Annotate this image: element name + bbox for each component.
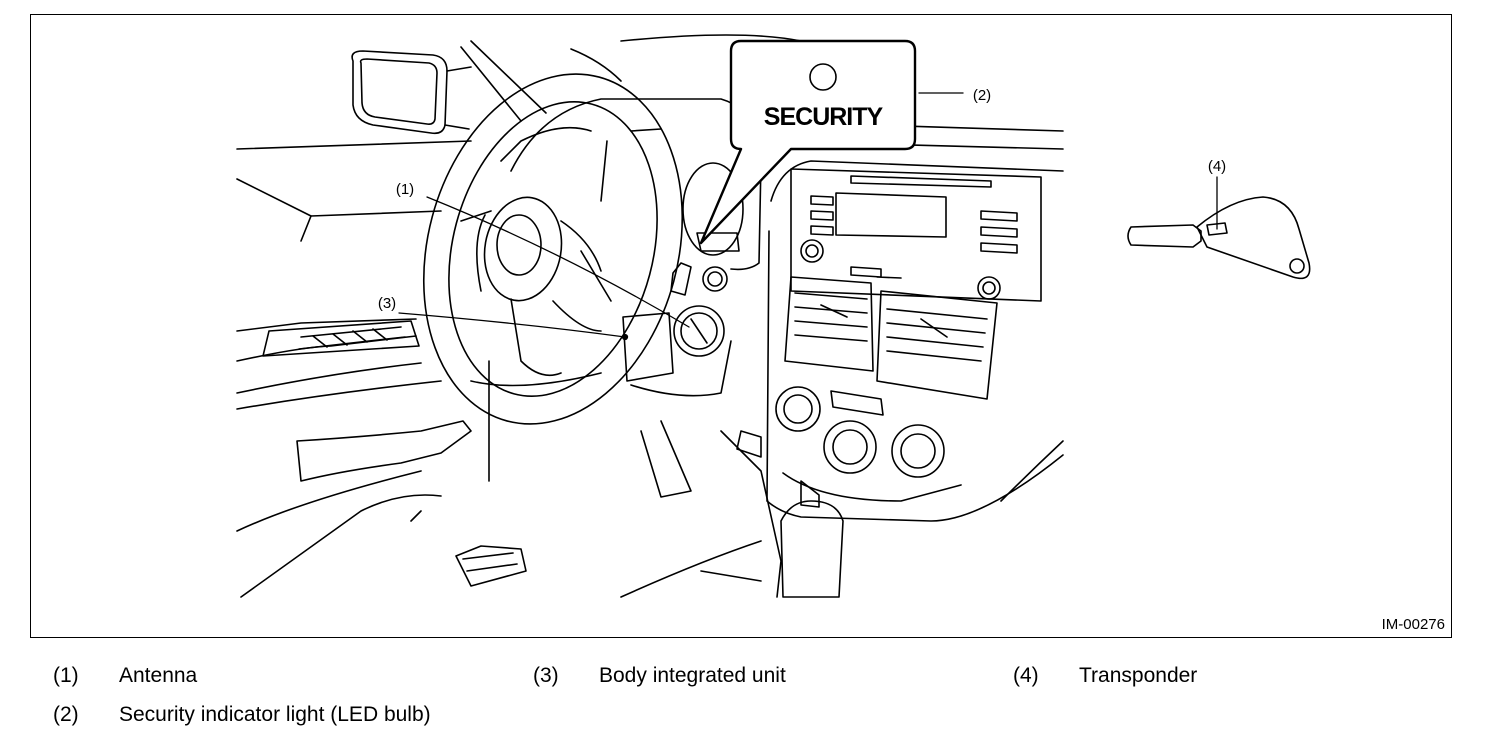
center-console [620, 160, 1064, 598]
legend-number: (3) [533, 664, 559, 687]
side-mirror [351, 40, 547, 135]
instrument-cluster [510, 98, 762, 271]
leader-lines [398, 92, 1218, 341]
legend-label: Transponder [1079, 664, 1198, 687]
legend-number: (1) [53, 664, 79, 687]
callout-3: (3) [378, 295, 396, 312]
callout-2: (2) [973, 87, 991, 104]
figure-frame: SECURITY (1) (2) (3) (4) IM-00276 [30, 14, 1452, 638]
callout-4: (4) [1208, 158, 1226, 175]
security-indicator-callout: SECURITY [699, 39, 917, 245]
ignition-switch [622, 262, 732, 498]
figure-id: IM-00276 [1381, 616, 1445, 633]
legend-label: Body integrated unit [599, 664, 786, 687]
legend-label: Security indicator light (LED bulb) [119, 703, 431, 726]
door-panel [236, 140, 527, 598]
callout-1: (1) [396, 181, 414, 198]
transponder-key [1127, 196, 1311, 280]
legend-number: (4) [1013, 664, 1039, 687]
legend-number: (2) [53, 703, 79, 726]
dashboard-illustration: SECURITY (1) (2) (3) (4) [236, 34, 1311, 598]
legend-label: Antenna [119, 664, 198, 687]
security-label: SECURITY [764, 103, 884, 131]
